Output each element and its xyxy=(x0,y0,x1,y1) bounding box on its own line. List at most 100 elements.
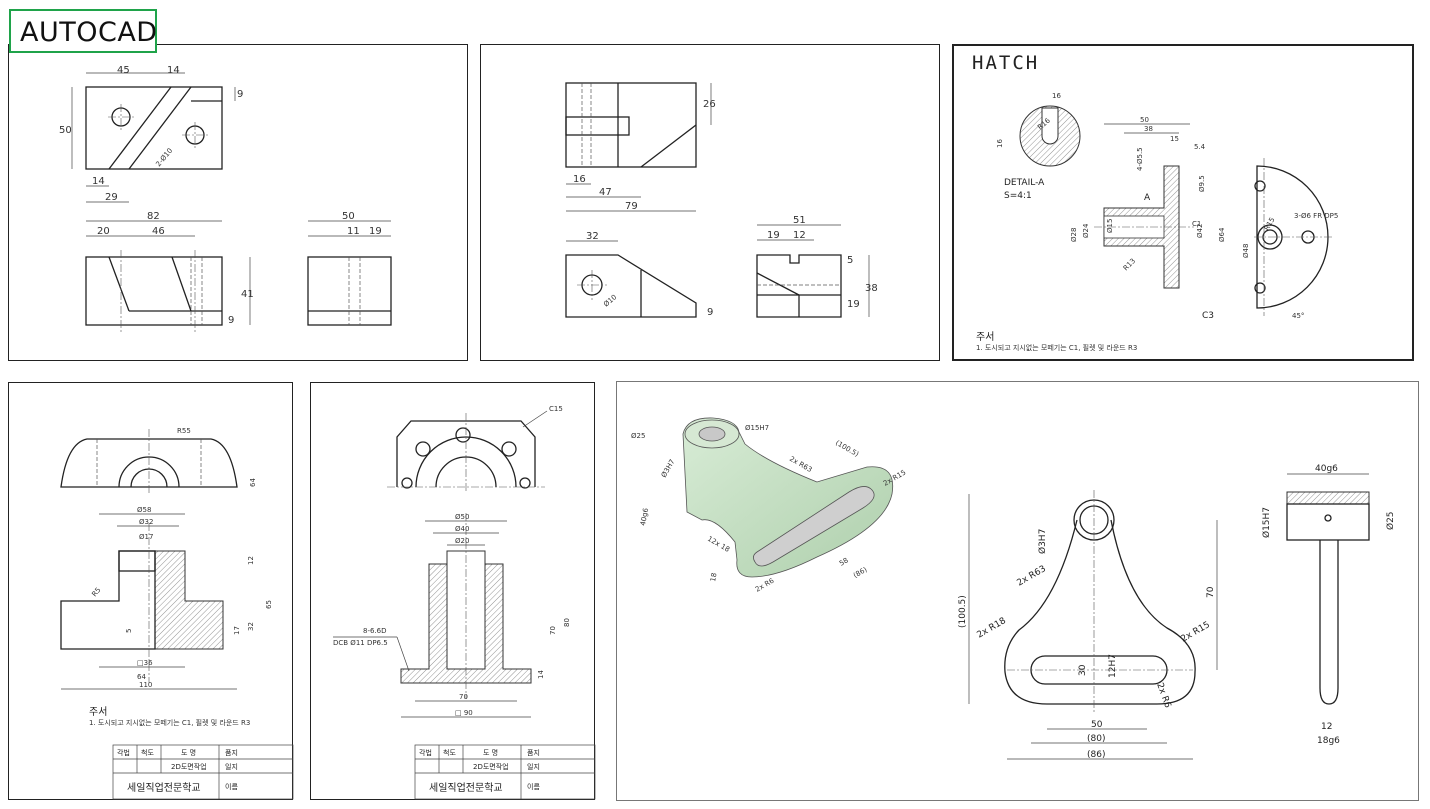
sheet-1-drawing: 45 14 9 50 14 29 2-Ø10 82 20 46 41 9 50 … xyxy=(59,65,392,332)
dim-label: Ø40 xyxy=(455,525,469,533)
dim-label: Ø25 xyxy=(1385,511,1396,530)
dim-label: Ø9.5 xyxy=(1198,175,1206,192)
dim-label: Ø10 xyxy=(602,293,618,308)
detail-label: DETAIL-A xyxy=(1004,178,1045,188)
hole-note: 8-6.6D xyxy=(363,627,387,635)
dim-label: Ø20 xyxy=(455,537,469,545)
sheet-6-drawing: Ø25 Ø15H7 Ø3H7 40g6 (100.5) 2x R63 2x R1… xyxy=(631,417,1396,760)
dim-label: 2-Ø10 xyxy=(154,147,174,169)
dim-label: 40g6 xyxy=(639,507,650,526)
dim-label: 26 xyxy=(703,99,716,110)
dim-label: 12 xyxy=(247,556,255,565)
dim-label: 41 xyxy=(241,289,254,300)
dim-label: 50 xyxy=(1091,720,1103,730)
title-block-cell: 2D도면작업 xyxy=(171,762,207,771)
title-block-cell: 이름 xyxy=(527,782,540,791)
dim-label: 2x R6 xyxy=(1154,682,1172,710)
dim-label: 46 xyxy=(152,226,165,237)
dim-label: (100.5) xyxy=(834,439,860,459)
callout-label: C15 xyxy=(549,405,563,413)
drawing-sheet-4: R55 64 Ø58 Ø32 Ø17 12 65 32 17 5 R5 □36 … xyxy=(8,382,294,800)
dim-label: Ø48 xyxy=(1242,244,1250,258)
dim-label: 64 xyxy=(137,673,146,681)
title-block-school: 세일직업전문학교 xyxy=(127,781,201,794)
title-block-cell: 척도 xyxy=(141,749,154,757)
dim-label: C3 xyxy=(1202,311,1214,321)
dim-label: Ø32 xyxy=(139,518,153,526)
dim-label: (100.5) xyxy=(958,595,968,628)
dim-label: Ø15H7 xyxy=(745,424,769,432)
drawing-sheet-hatch: HATCH 16 R16 16 DETAIL-A S=4:1 50 38 15 … xyxy=(952,44,1414,361)
dim-label: 110 xyxy=(139,681,152,689)
note-text: 1. 도시되고 지시없는 모떼기는 C1, 필렛 및 라운드 R3 xyxy=(89,718,250,727)
dim-label: 9 xyxy=(707,307,713,318)
dim-label: 18 xyxy=(709,572,718,582)
note-title: 주서 xyxy=(89,706,107,718)
dim-label: Ø17 xyxy=(139,533,153,541)
dim-label: Ø3H7 xyxy=(660,458,677,479)
sheet-5-drawing: C15 Ø50 Ø40 Ø20 70 80 14 70 □ 90 8-6.6D … xyxy=(333,405,596,800)
sheet-3-drawing: HATCH 16 R16 16 DETAIL-A S=4:1 50 38 15 … xyxy=(972,52,1338,352)
dim-label: 79 xyxy=(625,201,638,212)
sheet-2-drawing: 26 16 47 79 32 Ø10 9 51 19 12 5 38 19 xyxy=(565,82,878,318)
dim-label: 5 xyxy=(847,255,853,266)
dim-label: 20 xyxy=(97,226,110,237)
drawing-sheet-1: 45 14 9 50 14 29 2-Ø10 82 20 46 41 9 50 … xyxy=(8,44,468,361)
dim-label: 45 xyxy=(117,65,130,76)
dim-label: Ø28 xyxy=(1070,228,1078,242)
dim-label: 5 xyxy=(125,629,133,633)
dim-label: 16 xyxy=(1052,92,1061,100)
dim-label: Ø50 xyxy=(455,513,469,521)
dim-label: 38 xyxy=(1144,125,1153,133)
dim-label: 19 xyxy=(369,226,382,237)
app-tag: AUTOCAD xyxy=(9,9,157,53)
title-block-cell: 품지 xyxy=(225,748,238,757)
drawing-sheet-6: Ø25 Ø15H7 Ø3H7 40g6 (100.5) 2x R63 2x R1… xyxy=(616,381,1419,801)
dim-label: 70 xyxy=(459,693,468,701)
dim-label: (86) xyxy=(852,565,869,579)
title-block-cell: 일지 xyxy=(225,762,238,771)
dim-label: 12x 18 xyxy=(706,535,731,554)
dim-label: 18g6 xyxy=(1317,736,1340,746)
title-block-cell: 품지 xyxy=(527,748,540,757)
dim-label: Ø15H7 xyxy=(1261,507,1272,538)
dim-label: 5.4 xyxy=(1194,143,1206,151)
dim-label: 80 xyxy=(563,618,571,627)
dim-label: 2x R6 xyxy=(754,576,776,593)
dim-label: 58 xyxy=(838,556,850,567)
dim-label: Ø42 xyxy=(1196,224,1204,238)
app-tag-label: AUTOCAD xyxy=(20,17,158,48)
dim-label: 32 xyxy=(586,231,599,242)
dim-label: 50 xyxy=(342,211,355,222)
note-title: 주서 xyxy=(976,331,994,343)
title-block-cell: 2D도면작업 xyxy=(473,762,509,771)
drawing-sheet-2: 26 16 47 79 32 Ø10 9 51 19 12 5 38 19 xyxy=(480,44,940,361)
hole-note: DCB Ø11 DP6.5 xyxy=(333,639,388,647)
dim-label: 70 xyxy=(549,626,557,635)
dim-label: 2x R15 xyxy=(1180,620,1212,644)
dim-label: 40g6 xyxy=(1315,464,1338,474)
title-block-cell: 각법 xyxy=(419,748,432,757)
dim-label: 47 xyxy=(599,187,612,198)
dim-label: 32 xyxy=(247,622,255,631)
dim-label: R15 xyxy=(1263,216,1277,232)
dim-label: 70 xyxy=(1206,586,1216,598)
detail-scale: S=4:1 xyxy=(1004,191,1032,201)
dim-label: 4-Ø5.5 xyxy=(1136,147,1144,171)
dim-label: 14 xyxy=(167,65,180,76)
title-block-cell: 척도 xyxy=(443,749,456,757)
dim-label: 14 xyxy=(537,670,545,679)
dim-label: Ø25 xyxy=(631,432,645,440)
title-block-cell: 이름 xyxy=(225,782,238,791)
dim-label: 12 xyxy=(1321,722,1332,732)
dim-label: 9 xyxy=(237,89,243,100)
sheet-4-drawing: R55 64 Ø58 Ø32 Ø17 12 65 32 17 5 R5 □36 … xyxy=(60,427,294,800)
dim-label: R13 xyxy=(1122,257,1137,272)
dim-label: 45° xyxy=(1292,312,1304,320)
title-block-cell: 각법 xyxy=(117,748,130,757)
dim-label: 30 xyxy=(1078,664,1088,676)
dim-label: (86) xyxy=(1087,750,1105,760)
dim-label: 38 xyxy=(865,283,878,294)
iso-model xyxy=(682,417,894,578)
dim-label: 82 xyxy=(147,211,160,222)
